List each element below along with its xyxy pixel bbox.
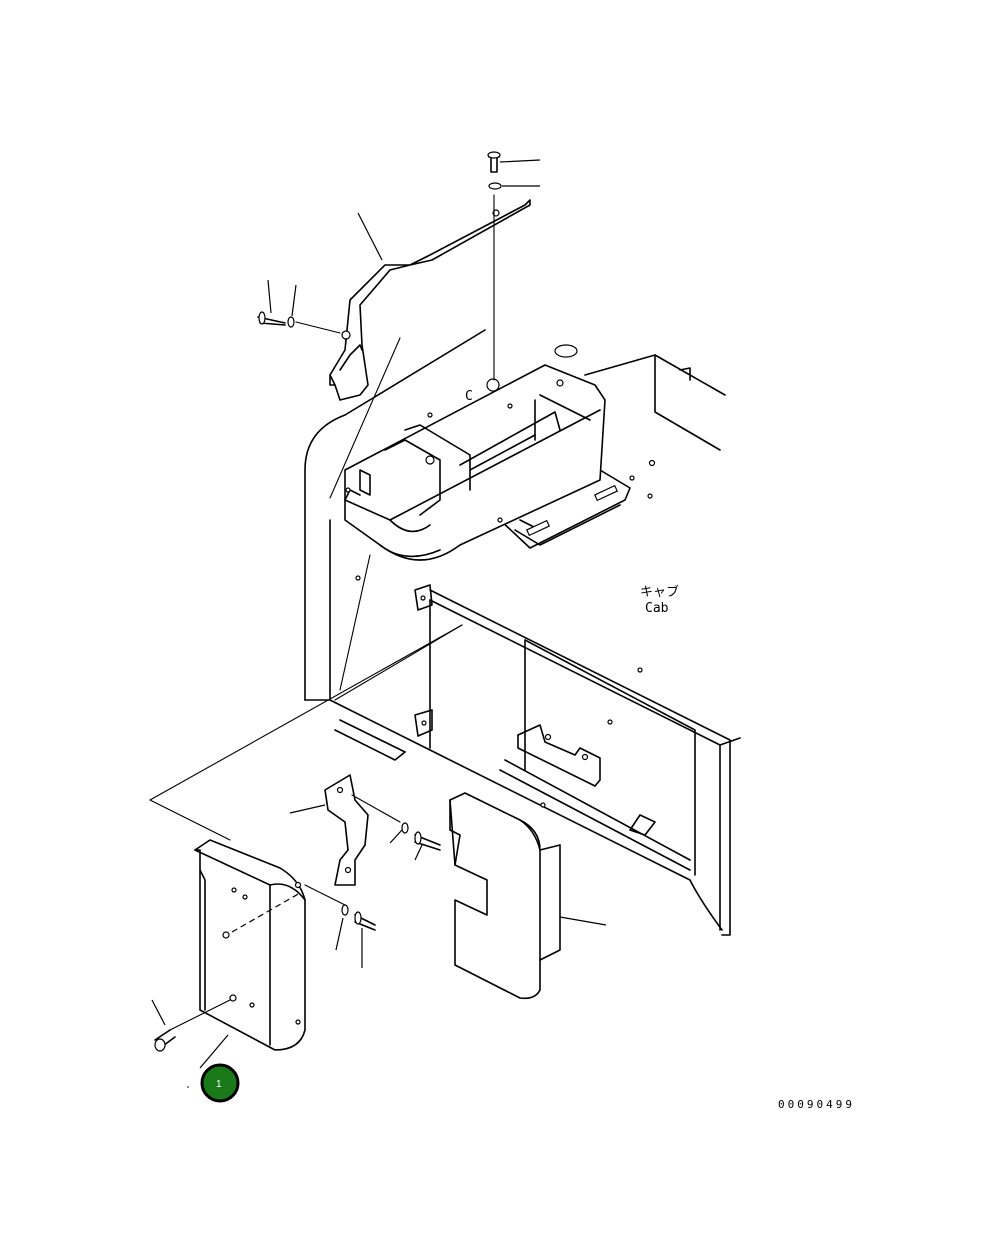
console-box: [344, 364, 606, 749]
top-cover-bracket: [257, 151, 541, 499]
front-cover: [151, 839, 376, 1069]
side-cover: [449, 792, 607, 1000]
callout-badge-1[interactable]: 1: [200, 1063, 240, 1103]
svg-text:C: C: [465, 389, 473, 404]
drawing-code: 00090499: [778, 1098, 855, 1111]
callout-number: 1: [216, 1079, 222, 1090]
cab-label-jp: キャブ: [640, 584, 679, 600]
cab-label-en: Cab: [645, 601, 669, 616]
cab-frame: C: [304, 329, 741, 936]
small-bracket: [289, 774, 441, 886]
dot-mark: [187, 1086, 189, 1088]
guide-lines: [149, 554, 463, 841]
